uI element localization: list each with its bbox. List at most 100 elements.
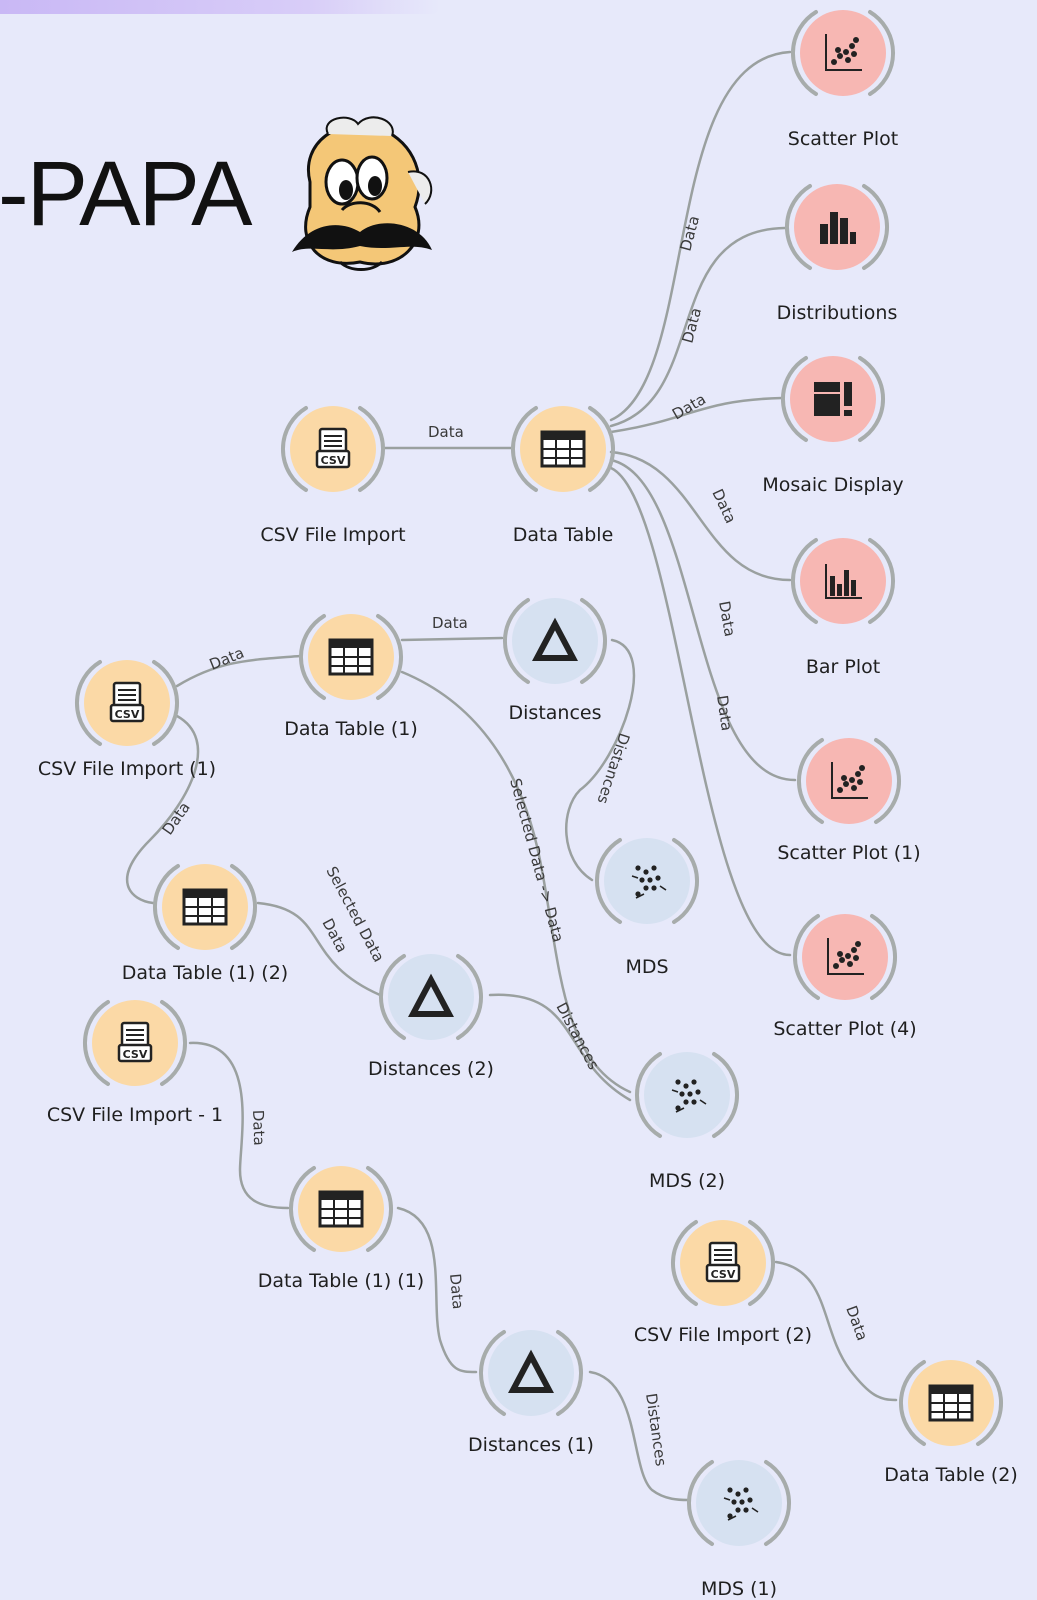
widget-icon-circle[interactable] (696, 1460, 782, 1546)
svg-text:CSV: CSV (115, 708, 140, 721)
widget-mosaic-display[interactable]: Mosaic Display (762, 356, 904, 496)
mds-icon (620, 854, 674, 908)
data-table-icon (314, 1182, 368, 1236)
widget-label: Data Table (1) (284, 718, 418, 740)
link-distances-mds (565, 638, 636, 882)
widget-icon-circle[interactable] (790, 356, 876, 442)
widget-icon-circle[interactable] (488, 1330, 574, 1416)
link-csv-2-data-table-2 (774, 1260, 898, 1402)
link-label: Data (708, 486, 739, 526)
widget-csv-file-import-minus-1[interactable]: CSV CSV File Import - 1 (47, 1000, 223, 1126)
widget-scatter-plot-4[interactable]: Scatter Plot (4) (773, 914, 917, 1040)
mosaic-display-icon (806, 372, 860, 426)
top-banner (0, 0, 440, 14)
data-table-icon (924, 1376, 978, 1430)
widget-data-table[interactable]: Data Table (510, 406, 616, 546)
distances-icon (504, 1346, 558, 1400)
bar-plot-icon (816, 554, 870, 608)
widget-mds-2[interactable]: MDS (2) (634, 1052, 740, 1192)
widget-icon-circle[interactable] (644, 1052, 730, 1138)
widget-data-table-1-2[interactable]: Data Table (1) (2) (122, 864, 288, 984)
widget-icon-circle[interactable]: CSV (92, 1000, 178, 1086)
widget-label: CSV File Import - 1 (46, 1104, 224, 1126)
link-label: Data (432, 614, 468, 632)
widget-icon-circle[interactable] (512, 598, 598, 684)
widget-distributions[interactable]: Distributions (777, 184, 897, 324)
csv-file-icon: CSV (108, 1016, 162, 1070)
widget-icon-circle[interactable] (298, 1166, 384, 1252)
widget-mds[interactable]: MDS (594, 838, 700, 978)
widget-icon-circle[interactable] (802, 914, 888, 1000)
csv-file-icon: CSV (100, 676, 154, 730)
widget-icon-circle[interactable] (908, 1360, 994, 1446)
widget-icon-circle[interactable] (162, 864, 248, 950)
svg-text:CSV: CSV (321, 454, 346, 467)
widget-label: Data Table (2) (884, 1464, 1018, 1486)
widget-icon-circle[interactable] (520, 406, 606, 492)
mds-icon (712, 1476, 766, 1530)
link-label: Distances (552, 999, 602, 1072)
csv-file-icon: CSV (306, 422, 360, 476)
widget-label: Bar Plot (805, 656, 881, 678)
widget-icon-circle[interactable] (604, 838, 690, 924)
widget-data-table-1-1[interactable]: Data Table (1) (1) (258, 1166, 424, 1292)
link-data-table-scatter-plot (609, 50, 792, 422)
widget-bar-plot[interactable]: Bar Plot (790, 538, 896, 678)
link-data-table-mosaic (609, 396, 784, 434)
widget-icon-circle[interactable] (800, 538, 886, 624)
link-label: Data (159, 799, 194, 839)
link-label: Data (446, 1273, 467, 1310)
widget-label: Mosaic Display (762, 474, 904, 496)
link-distances-1-mds-1 (588, 1370, 690, 1502)
widget-distances-2[interactable]: Distances (2) (368, 954, 494, 1080)
widget-mds-1[interactable]: MDS (1) (686, 1460, 792, 1600)
link-label: Data (676, 214, 703, 253)
link-label: Data (842, 1303, 871, 1343)
widget-distances-1[interactable]: Distances (1) (468, 1330, 594, 1456)
widget-label: Distances (1) (468, 1434, 594, 1456)
link-data-table-1-2-distances-2 (256, 901, 382, 997)
svg-text:CSV: CSV (711, 1268, 736, 1281)
widget-icon-circle[interactable]: CSV (680, 1220, 766, 1306)
widget-label: Data Table (512, 524, 614, 546)
widget-icon-circle[interactable]: CSV (290, 406, 376, 492)
widget-distances[interactable]: Distances (502, 598, 608, 724)
data-table-icon (324, 630, 378, 684)
link-data-table-1-1-distances-1 (396, 1206, 478, 1374)
widget-label: Data Table (1) (1) (257, 1270, 425, 1292)
widget-label: MDS (2) (648, 1170, 726, 1192)
link-csv-1-data-table-1-2 (126, 714, 200, 905)
link-data-table-bar-plot (609, 450, 792, 582)
widget-icon-circle[interactable] (806, 738, 892, 824)
widget-icon-circle[interactable] (794, 184, 880, 270)
link-data-table-1-distances (400, 636, 504, 642)
mascot-logo (292, 116, 433, 271)
widget-scatter-plot[interactable]: Scatter Plot (788, 10, 898, 150)
widget-data-table-2[interactable]: Data Table (2) (884, 1360, 1018, 1486)
link-label: Data (249, 1110, 268, 1146)
mds-icon (660, 1068, 714, 1122)
distances-icon (404, 970, 458, 1024)
widget-scatter-plot-1[interactable]: Scatter Plot (1) (777, 738, 921, 864)
widget-icon-circle[interactable] (308, 614, 394, 700)
widget-label: Distributions (776, 302, 898, 324)
link-distances-2-mds-2 (488, 993, 632, 1102)
csv-file-icon: CSV (696, 1236, 750, 1290)
widget-icon-circle[interactable] (388, 954, 474, 1040)
widget-label: Scatter Plot (4) (773, 1018, 917, 1040)
link-data-table-distributions (609, 226, 787, 428)
widget-data-table-1[interactable]: Data Table (1) (284, 614, 418, 740)
scatter-plot-icon (818, 930, 872, 984)
widget-icon-circle[interactable]: CSV (84, 660, 170, 746)
link-label: Selected Data -> Data (506, 776, 567, 944)
link-data-table-1-mds-2 (400, 670, 632, 1094)
scatter-plot-icon (822, 754, 876, 808)
link-label: Data (428, 423, 464, 441)
widget-label: Scatter Plot (1) (777, 842, 921, 864)
widget-label: Distances (508, 702, 602, 724)
widget-icon-circle[interactable] (800, 10, 886, 96)
